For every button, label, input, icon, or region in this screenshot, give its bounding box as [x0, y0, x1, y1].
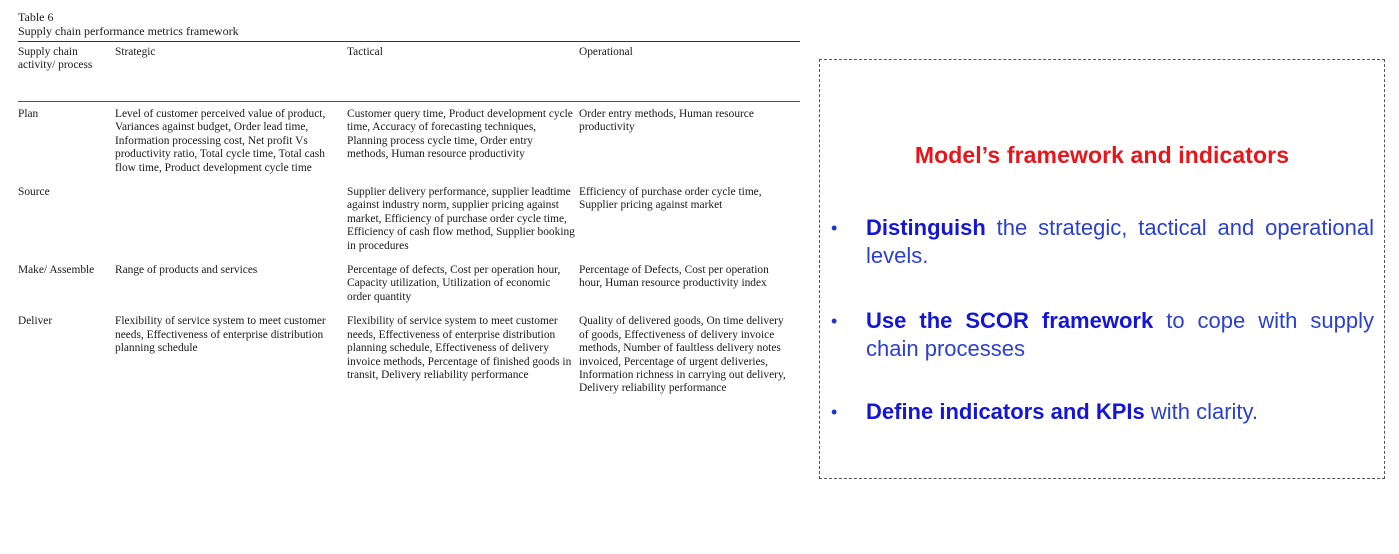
bullet-strong: Define indicators and KPIs — [866, 399, 1145, 424]
row-strategic: Range of products and services — [115, 264, 258, 277]
row-activity: Deliver — [18, 315, 53, 328]
metrics-table: Table 6 Supply chain performance metrics… — [18, 10, 800, 407]
header-operational: Operational — [579, 46, 633, 58]
table-header-row: Supply chain activity/ process Strategic… — [18, 46, 800, 98]
bullet-rest: with clarity. — [1144, 399, 1259, 424]
row-operational: Efficiency of purchase order cycle time,… — [579, 186, 762, 212]
table-top-rule — [18, 41, 800, 42]
framework-title: Model’s framework and indicators — [914, 142, 1290, 168]
table-number: Table 6 — [18, 10, 54, 24]
table-row: Make/ Assemble Range of products and ser… — [18, 264, 800, 304]
bullet-strong: Distinguish — [866, 215, 986, 240]
table-row: Source Supplier delivery performance, su… — [18, 186, 800, 253]
table-caption: Supply chain performance metrics framewo… — [18, 24, 239, 38]
row-tactical: Supplier delivery performance, supplier … — [347, 186, 575, 252]
bullet-dot-icon: • — [831, 218, 838, 238]
bullet-rest: the strategic, tactical and operational … — [866, 215, 1374, 268]
header-strategic: Strategic — [115, 46, 156, 58]
row-activity: Source — [18, 186, 50, 199]
row-tactical: Flexibility of service system to meet cu… — [347, 315, 572, 381]
row-operational: Percentage of Defects, Cost per operatio… — [579, 264, 769, 290]
bullet-text: Define indicators and KPIs with clarity. — [866, 398, 1374, 426]
row-tactical: Customer query time, Product development… — [347, 108, 573, 161]
framework-bullet: • Use the SCOR framework to cope with su… — [828, 307, 1374, 363]
table-row: Deliver Flexibility of service system to… — [18, 315, 800, 395]
row-strategic: Flexibility of service system to meet cu… — [115, 315, 326, 355]
row-activity: Make/ Assemble — [18, 264, 95, 277]
framework-bullet: • Define indicators and KPIs with clarit… — [828, 398, 1374, 426]
framework-bullet: • Distinguish the strategic, tactical an… — [828, 214, 1374, 270]
bullet-strong: Use the SCOR framework — [866, 308, 1154, 333]
bullet-text: Distinguish the strategic, tactical and … — [866, 214, 1374, 270]
table-header-rule — [18, 101, 800, 102]
row-operational: Quality of delivered goods, On time deli… — [579, 315, 786, 395]
header-tactical: Tactical — [347, 46, 383, 58]
table-row: Plan Level of customer perceived value o… — [18, 108, 800, 175]
bullet-rest: to cope with supply chain processes — [866, 308, 1374, 361]
framework-box: Model’s framework and indicators • Disti… — [819, 59, 1385, 479]
row-strategic — [115, 186, 347, 253]
bullet-dot-icon: • — [831, 311, 838, 331]
bullet-text: Use the SCOR framework to cope with supp… — [866, 307, 1374, 363]
header-activity: Supply chain activity/ process — [18, 46, 93, 72]
bullet-dot-icon: • — [831, 402, 838, 422]
row-activity: Plan — [18, 108, 39, 120]
row-tactical: Percentage of defects, Cost per operatio… — [347, 264, 561, 303]
row-strategic: Level of customer perceived value of pro… — [115, 108, 326, 174]
row-operational: Order entry methods, Human resource prod… — [579, 108, 754, 134]
